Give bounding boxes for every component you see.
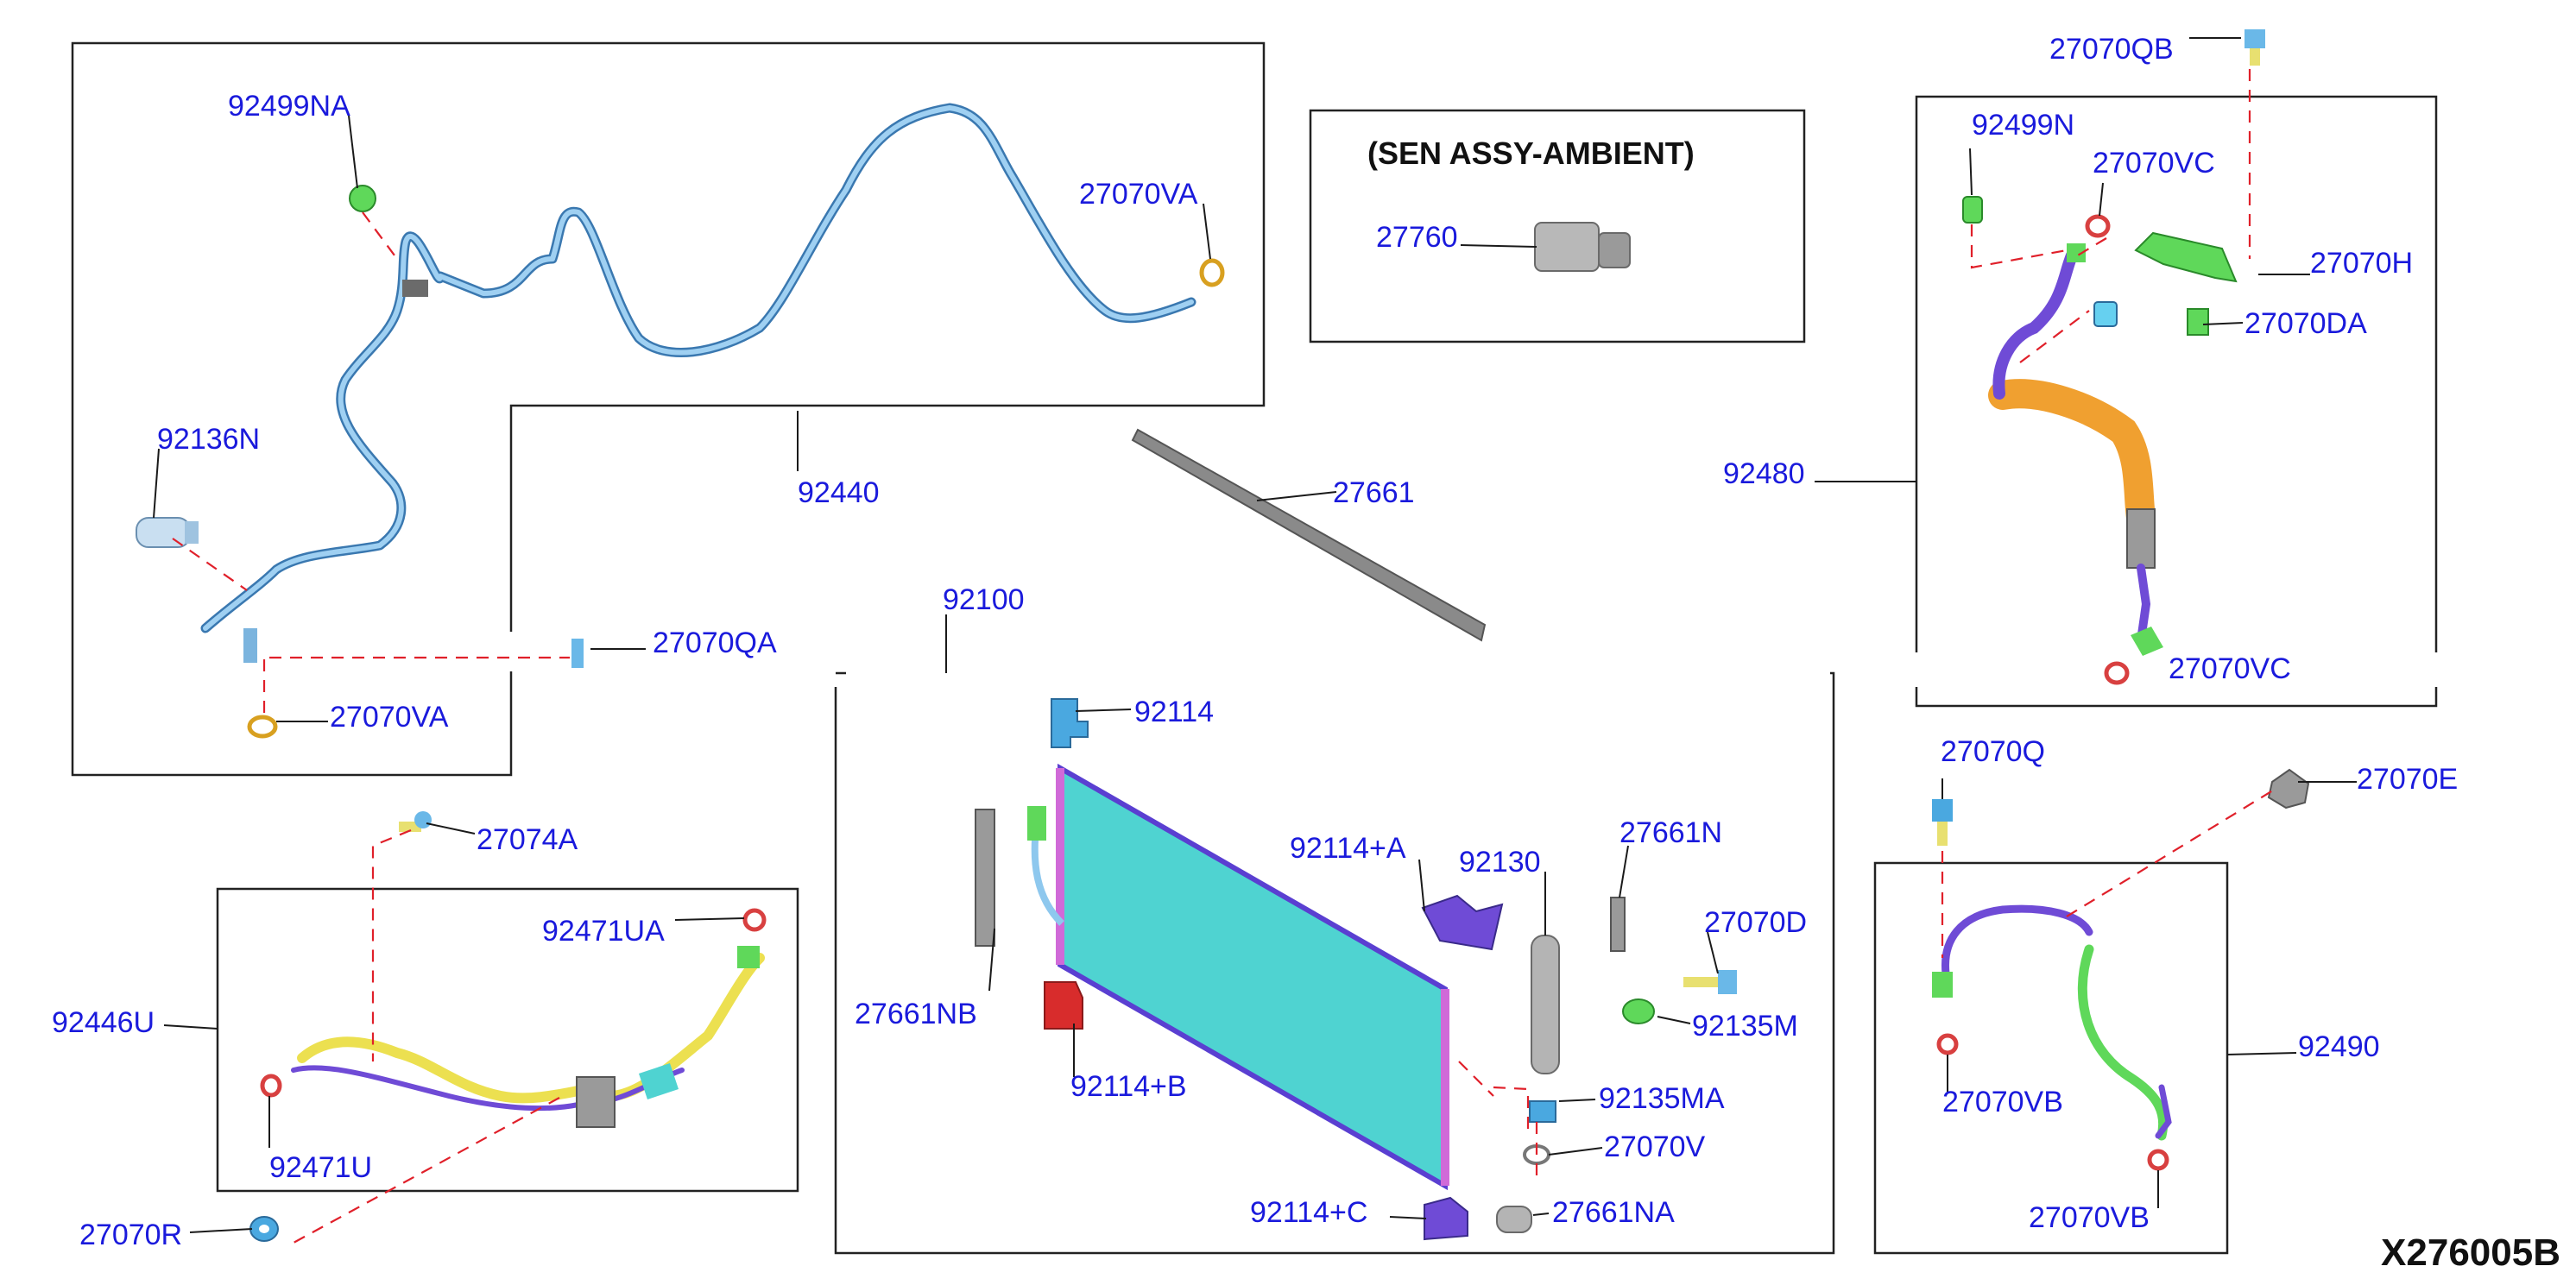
seal-ring-27070VB-right-icon[interactable]: [2147, 1149, 2169, 1171]
callout-27070H[interactable]: 27070H: [2310, 247, 2413, 280]
bolt-27070D-icon[interactable]: [1683, 970, 1737, 994]
callout-92135M[interactable]: 92135M: [1692, 1010, 1798, 1042]
callout-27070VB-left[interactable]: 27070VB: [1942, 1086, 2063, 1118]
clip-92499NA-icon[interactable]: [349, 185, 376, 212]
callout-27070VA-top[interactable]: 27070VA: [1079, 178, 1198, 211]
callout-27661NA[interactable]: 27661NA: [1552, 1196, 1675, 1229]
frame-92446U: [216, 887, 799, 1193]
hose-assembly-92480[interactable]: [1988, 243, 2163, 656]
callout-27760[interactable]: 27760: [1376, 221, 1458, 254]
bracket-92114B-icon[interactable]: [1044, 981, 1083, 1030]
leader-lines: [153, 37, 2357, 1233]
cap-92135MA-icon[interactable]: [1529, 1100, 1556, 1123]
seal-27661NA-icon[interactable]: [1496, 1206, 1532, 1233]
callout-27074A[interactable]: 27074A: [477, 823, 578, 856]
callout-92136N[interactable]: 92136N: [157, 423, 260, 456]
seal-27661N-icon[interactable]: [1610, 897, 1626, 952]
callout-27070VB-right[interactable]: 27070VB: [2029, 1201, 2150, 1234]
frame-92490: [1873, 861, 2229, 1255]
seal-ring-92471U-icon[interactable]: [260, 1074, 282, 1098]
dashed-assembly-lines: [172, 69, 2276, 1244]
callout-92446U[interactable]: 92446U: [52, 1006, 155, 1039]
bracket-92114A-icon[interactable]: [1421, 894, 1504, 951]
hose-assembly-92490[interactable]: [1932, 904, 2172, 1141]
pipe-assembly-92446U[interactable]: [291, 946, 765, 1128]
cap-27070R-icon[interactable]: [249, 1216, 279, 1242]
bracket-92114C-icon[interactable]: [1424, 1196, 1468, 1241]
frame-ambient-sensor: [1309, 109, 1806, 343]
seal-ring-27070VB-left-icon[interactable]: [1936, 1033, 1959, 1055]
ambient-sensor-27760-icon[interactable]: [1534, 222, 1631, 272]
callout-27661NB[interactable]: 27661NB: [855, 998, 977, 1030]
ambient-sensor-heading: (SEN ASSY-AMBIENT): [1367, 135, 1695, 171]
callout-92471U[interactable]: 92471U: [269, 1151, 372, 1184]
callout-92499N[interactable]: 92499N: [1972, 109, 2074, 142]
condenser-92100-icon[interactable]: [1027, 763, 1449, 1191]
callout-27070QA[interactable]: 27070QA: [653, 627, 777, 659]
callout-92480[interactable]: 92480: [1723, 457, 1805, 490]
callout-27070QB[interactable]: 27070QB: [2049, 33, 2174, 66]
frame-92480: [1915, 95, 2438, 708]
callout-92471UA[interactable]: 92471UA: [542, 915, 665, 948]
callout-27070VC-top[interactable]: 27070VC: [2093, 147, 2215, 180]
callout-92114C[interactable]: 92114+C: [1250, 1196, 1367, 1229]
callout-27070VC-bottom[interactable]: 27070VC: [2169, 652, 2291, 685]
callout-27070Q[interactable]: 27070Q: [1941, 735, 2045, 768]
diagram-code: X276005B: [2381, 1231, 2560, 1274]
seal-strip-27661-icon[interactable]: [1131, 428, 1487, 642]
cap-92135M-icon[interactable]: [1622, 998, 1655, 1024]
callout-27070V[interactable]: 27070V: [1604, 1131, 1706, 1163]
cap-blue-27070DA-icon[interactable]: [2093, 301, 2118, 327]
callout-92130[interactable]: 92130: [1459, 846, 1541, 879]
seal-ring-92471UA-icon[interactable]: [742, 908, 767, 932]
frame-92440: [71, 41, 1266, 777]
cap-27070QA-icon[interactable]: [571, 639, 584, 668]
callout-92499NA[interactable]: 92499NA: [228, 90, 350, 123]
callout-27661[interactable]: 27661: [1333, 476, 1415, 509]
callout-92100[interactable]: 92100: [943, 583, 1025, 616]
bracket-27070H-icon[interactable]: [2134, 231, 2238, 283]
callout-27661N[interactable]: 27661N: [1619, 816, 1722, 849]
clip-92499N-icon[interactable]: [1962, 196, 1983, 224]
seal-27661NB-icon[interactable]: [975, 809, 995, 947]
callout-92490[interactable]: 92490: [2298, 1030, 2380, 1063]
receiver-tank-92130-icon[interactable]: [1531, 935, 1560, 1074]
seal-ring-27070VA-top-icon[interactable]: [1199, 258, 1225, 287]
callout-27070DA[interactable]: 27070DA: [2245, 307, 2367, 340]
seal-ring-27070VC-bottom-icon[interactable]: [2104, 661, 2130, 685]
callout-92135MA[interactable]: 92135MA: [1599, 1082, 1725, 1115]
bolt-27070Q-icon[interactable]: [1932, 799, 1953, 846]
bolt-27074A-icon[interactable]: [399, 811, 432, 832]
callout-92114[interactable]: 92114: [1134, 696, 1214, 728]
callout-92114B[interactable]: 92114+B: [1070, 1070, 1187, 1103]
bracket-92114-icon[interactable]: [1051, 698, 1089, 748]
seal-ring-27070VA-bottom-icon[interactable]: [247, 715, 278, 739]
callout-92114A[interactable]: 92114+A: [1290, 832, 1406, 865]
callout-27070D[interactable]: 27070D: [1704, 906, 1807, 939]
bolt-27070QB-icon[interactable]: [2245, 29, 2265, 66]
cap-27070DA-icon[interactable]: [2187, 308, 2209, 336]
callout-92440[interactable]: 92440: [798, 476, 880, 509]
callout-27070R[interactable]: 27070R: [79, 1219, 182, 1251]
pipe-assembly-92440[interactable]: [200, 103, 1196, 663]
seal-ring-27070VC-top-icon[interactable]: [2085, 214, 2111, 238]
callout-27070E[interactable]: 27070E: [2357, 763, 2458, 796]
bracket-27070E-icon[interactable]: [2267, 768, 2310, 809]
callout-27070VA-bottom[interactable]: 27070VA: [330, 701, 449, 734]
pressure-switch-92136N-icon[interactable]: [136, 517, 199, 548]
